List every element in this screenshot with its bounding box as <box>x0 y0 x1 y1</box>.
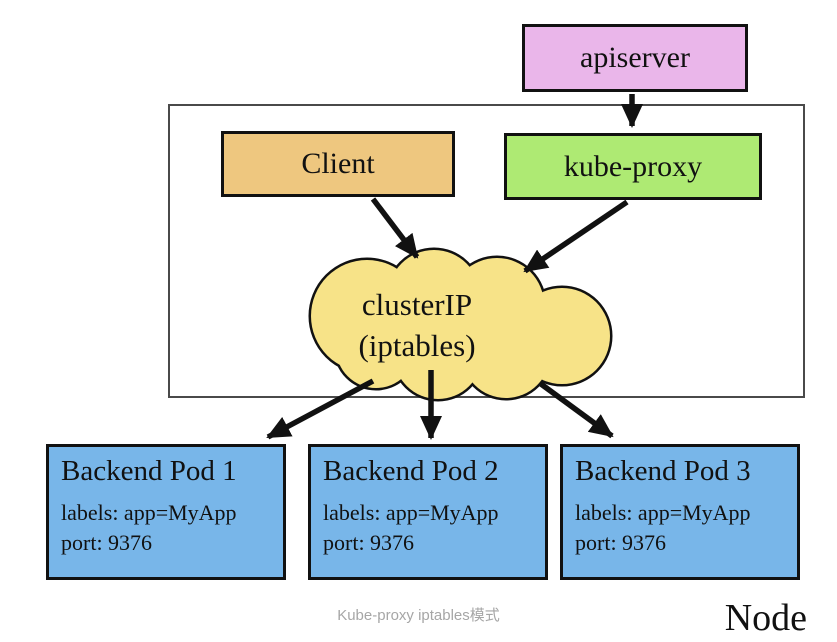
backend-pod-2-port: port: 9376 <box>323 530 415 555</box>
backend-pod-1-labels: labels: app=MyApp <box>61 500 237 525</box>
backend-pod-3-box: Backend Pod 3 labels: app=MyApp port: 93… <box>560 444 800 580</box>
cluster-ip-label: clusterIP (iptables) <box>317 284 517 366</box>
arrow-client-to-cluster-ip <box>370 197 420 259</box>
arrow-cluster-ip-to-pod-1 <box>266 378 375 440</box>
backend-pod-3-port: port: 9376 <box>575 530 667 555</box>
apiserver-box: apiserver <box>522 24 748 92</box>
diagram-caption: Kube-proxy iptables模式 <box>337 607 500 624</box>
backend-pod-1-port: port: 9376 <box>61 530 153 555</box>
backend-pod-3-labels: labels: app=MyApp <box>575 500 751 525</box>
cluster-ip-line1: clusterIP <box>361 287 473 322</box>
arrow-kube-proxy-to-cluster-ip <box>523 199 629 274</box>
backend-pod-2-box: Backend Pod 2 labels: app=MyApp port: 93… <box>308 444 548 580</box>
client-box: Client <box>221 131 455 197</box>
arrow-cluster-ip-to-pod-3 <box>539 381 614 439</box>
backend-pod-3-title: Backend Pod 3 <box>575 455 751 487</box>
backend-pod-1-box: Backend Pod 1 labels: app=MyApp port: 93… <box>46 444 286 580</box>
node-label: Node <box>724 597 807 639</box>
kube-proxy-label: kube-proxy <box>563 149 703 183</box>
client-label: Client <box>301 147 375 180</box>
backend-pod-2-labels: labels: app=MyApp <box>323 500 499 525</box>
apiserver-label: apiserver <box>580 41 690 74</box>
kube-proxy-box: kube-proxy <box>504 133 762 200</box>
cluster-ip-cloud <box>308 247 613 402</box>
backend-pod-2-title: Backend Pod 2 <box>323 455 499 487</box>
cluster-ip-line2: (iptables) <box>358 328 476 363</box>
backend-pod-1-title: Backend Pod 1 <box>61 455 237 487</box>
